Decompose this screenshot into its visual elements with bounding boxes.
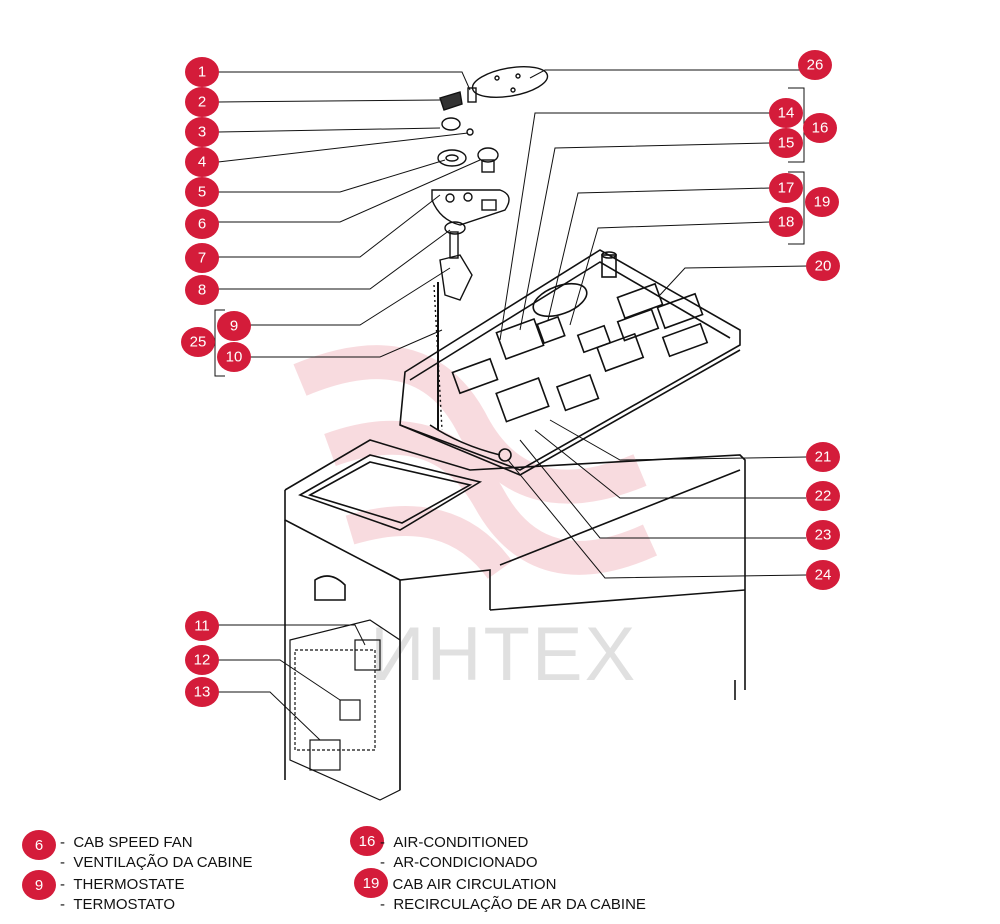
callout-17: 17 [778, 180, 795, 197]
callout-9: 9 [230, 318, 238, 335]
legend-secondary-16: - AR-CONDICIONADO [380, 854, 538, 871]
legend-primary-9: - THERMOSTATE [60, 876, 185, 893]
callout-25: 25 [190, 334, 207, 351]
callout-5: 5 [198, 184, 206, 201]
legend-text-16-en: AIR-CONDITIONED [393, 834, 529, 851]
callout-4: 4 [198, 154, 206, 171]
callout-19: 19 [814, 194, 831, 211]
exploded-hardware [431, 66, 549, 431]
legend-text-6-en: CAB SPEED FAN [73, 834, 193, 851]
callout-labels: 1 2 3 4 5 6 7 8 9 10 11 12 13 14 15 16 1… [190, 57, 832, 701]
control-panel-plate [399, 249, 741, 476]
legend-text-16-pt: AR-CONDICIONADO [393, 854, 538, 871]
legend-badge-16: 16 [350, 826, 384, 856]
callout-8: 8 [198, 282, 206, 299]
electronic-board [289, 619, 401, 801]
legend-text-9-pt: TERMOSTATO [73, 896, 176, 913]
callout-20: 20 [815, 258, 832, 275]
callout-13: 13 [194, 684, 211, 701]
callout-26: 26 [807, 57, 824, 74]
callout-2: 2 [198, 94, 206, 111]
legend-secondary-6: - VENTILAÇÃO DA CABINE [60, 854, 253, 871]
legend-text-19-en: CAB AIR CIRCULATION [392, 876, 557, 893]
callout-badges [181, 50, 840, 707]
cabinet-body [284, 439, 746, 790]
callout-6: 6 [198, 216, 206, 233]
leader-lines [214, 69, 809, 741]
legend-primary-19: CAB AIR CIRCULATION [380, 876, 557, 893]
callout-10: 10 [226, 349, 243, 366]
legend-text-6-pt: VENTILAÇÃO DA CABINE [73, 854, 253, 871]
watermark-logo [293, 345, 658, 580]
callout-12: 12 [194, 652, 211, 669]
legend-badge-6: 6 [22, 830, 56, 860]
legend-primary-6: - CAB SPEED FAN [60, 834, 193, 851]
legend-text-9-en: THERMOSTATE [73, 876, 185, 893]
legend-badge-9: 9 [22, 870, 56, 900]
watermark-text: ИНТЕХ [370, 612, 637, 697]
callout-23: 23 [815, 527, 832, 544]
callout-18: 18 [778, 214, 795, 231]
legend-secondary-19: - RECIRCULAÇÃO DE AR DA CABINE [380, 896, 646, 913]
callout-14: 14 [778, 105, 795, 122]
callout-15: 15 [778, 135, 795, 152]
legend-secondary-9: - TERMOSTATO [60, 896, 176, 913]
callout-3: 3 [198, 124, 206, 141]
legend-primary-16: - AIR-CONDITIONED [380, 834, 529, 851]
callout-11: 11 [194, 618, 210, 635]
callout-7: 7 [198, 250, 206, 267]
legend-badge-19: 19 [354, 868, 388, 898]
legend-text-19-pt: RECIRCULAÇÃO DE AR DA CABINE [393, 896, 646, 913]
callout-24: 24 [815, 567, 832, 584]
callout-16: 16 [812, 120, 829, 137]
callout-1: 1 [198, 64, 206, 81]
callout-22: 22 [815, 488, 832, 505]
callout-21: 21 [815, 449, 832, 466]
